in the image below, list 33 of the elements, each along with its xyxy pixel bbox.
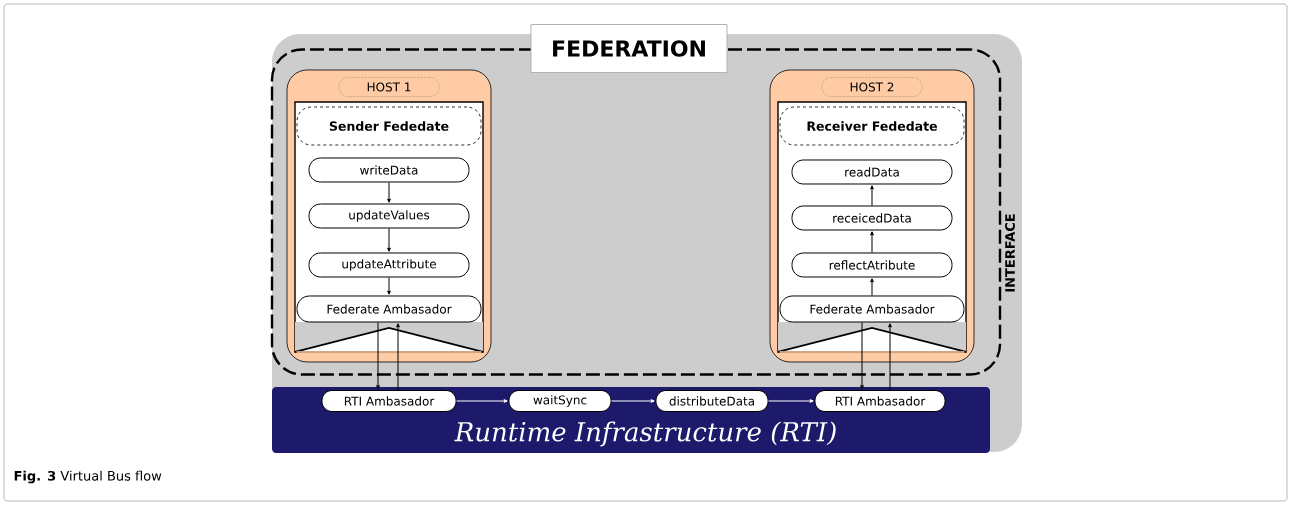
host-label: HOST 1 (338, 77, 440, 97)
figure-caption: Fig. 3 Virtual Bus flow (14, 470, 162, 484)
arrow (387, 182, 391, 203)
panel-label: INTERFACE (1005, 214, 1015, 292)
process-pill: receicedData (791, 205, 953, 231)
arrow (456, 399, 508, 403)
host-label: HOST 2 (821, 77, 923, 97)
process-pill: Federate Ambasador (296, 295, 482, 323)
process-pill: updateValues (308, 203, 470, 229)
process-pill: RTI Ambasador (321, 390, 457, 412)
federate-title: Receiver Fededate (779, 106, 965, 146)
arrow (611, 399, 655, 403)
arrow (888, 323, 892, 391)
arrow (768, 399, 814, 403)
process-pill: RTI Ambasador (814, 390, 946, 412)
bus-label: Runtime Infrastructure (RTI) (454, 421, 836, 447)
process-pill: distributeData (655, 390, 769, 412)
process-pill: reflectAtribute (791, 252, 953, 278)
arrow (387, 277, 391, 295)
federation-title: FEDERATION (530, 24, 728, 73)
arrow (870, 185, 874, 206)
arrow (376, 322, 380, 390)
federate-title: Sender Fededate (296, 106, 482, 146)
arrow (870, 278, 874, 296)
process-pill: readData (791, 159, 953, 185)
process-pill: Federate Ambasador (779, 295, 965, 323)
arrow (396, 323, 400, 391)
arrow (860, 322, 864, 390)
arrow (387, 228, 391, 252)
process-pill: updateAttribute (308, 252, 470, 278)
process-pill: waitSync (508, 390, 612, 412)
arrow (870, 231, 874, 253)
process-pill: writeData (308, 157, 470, 183)
